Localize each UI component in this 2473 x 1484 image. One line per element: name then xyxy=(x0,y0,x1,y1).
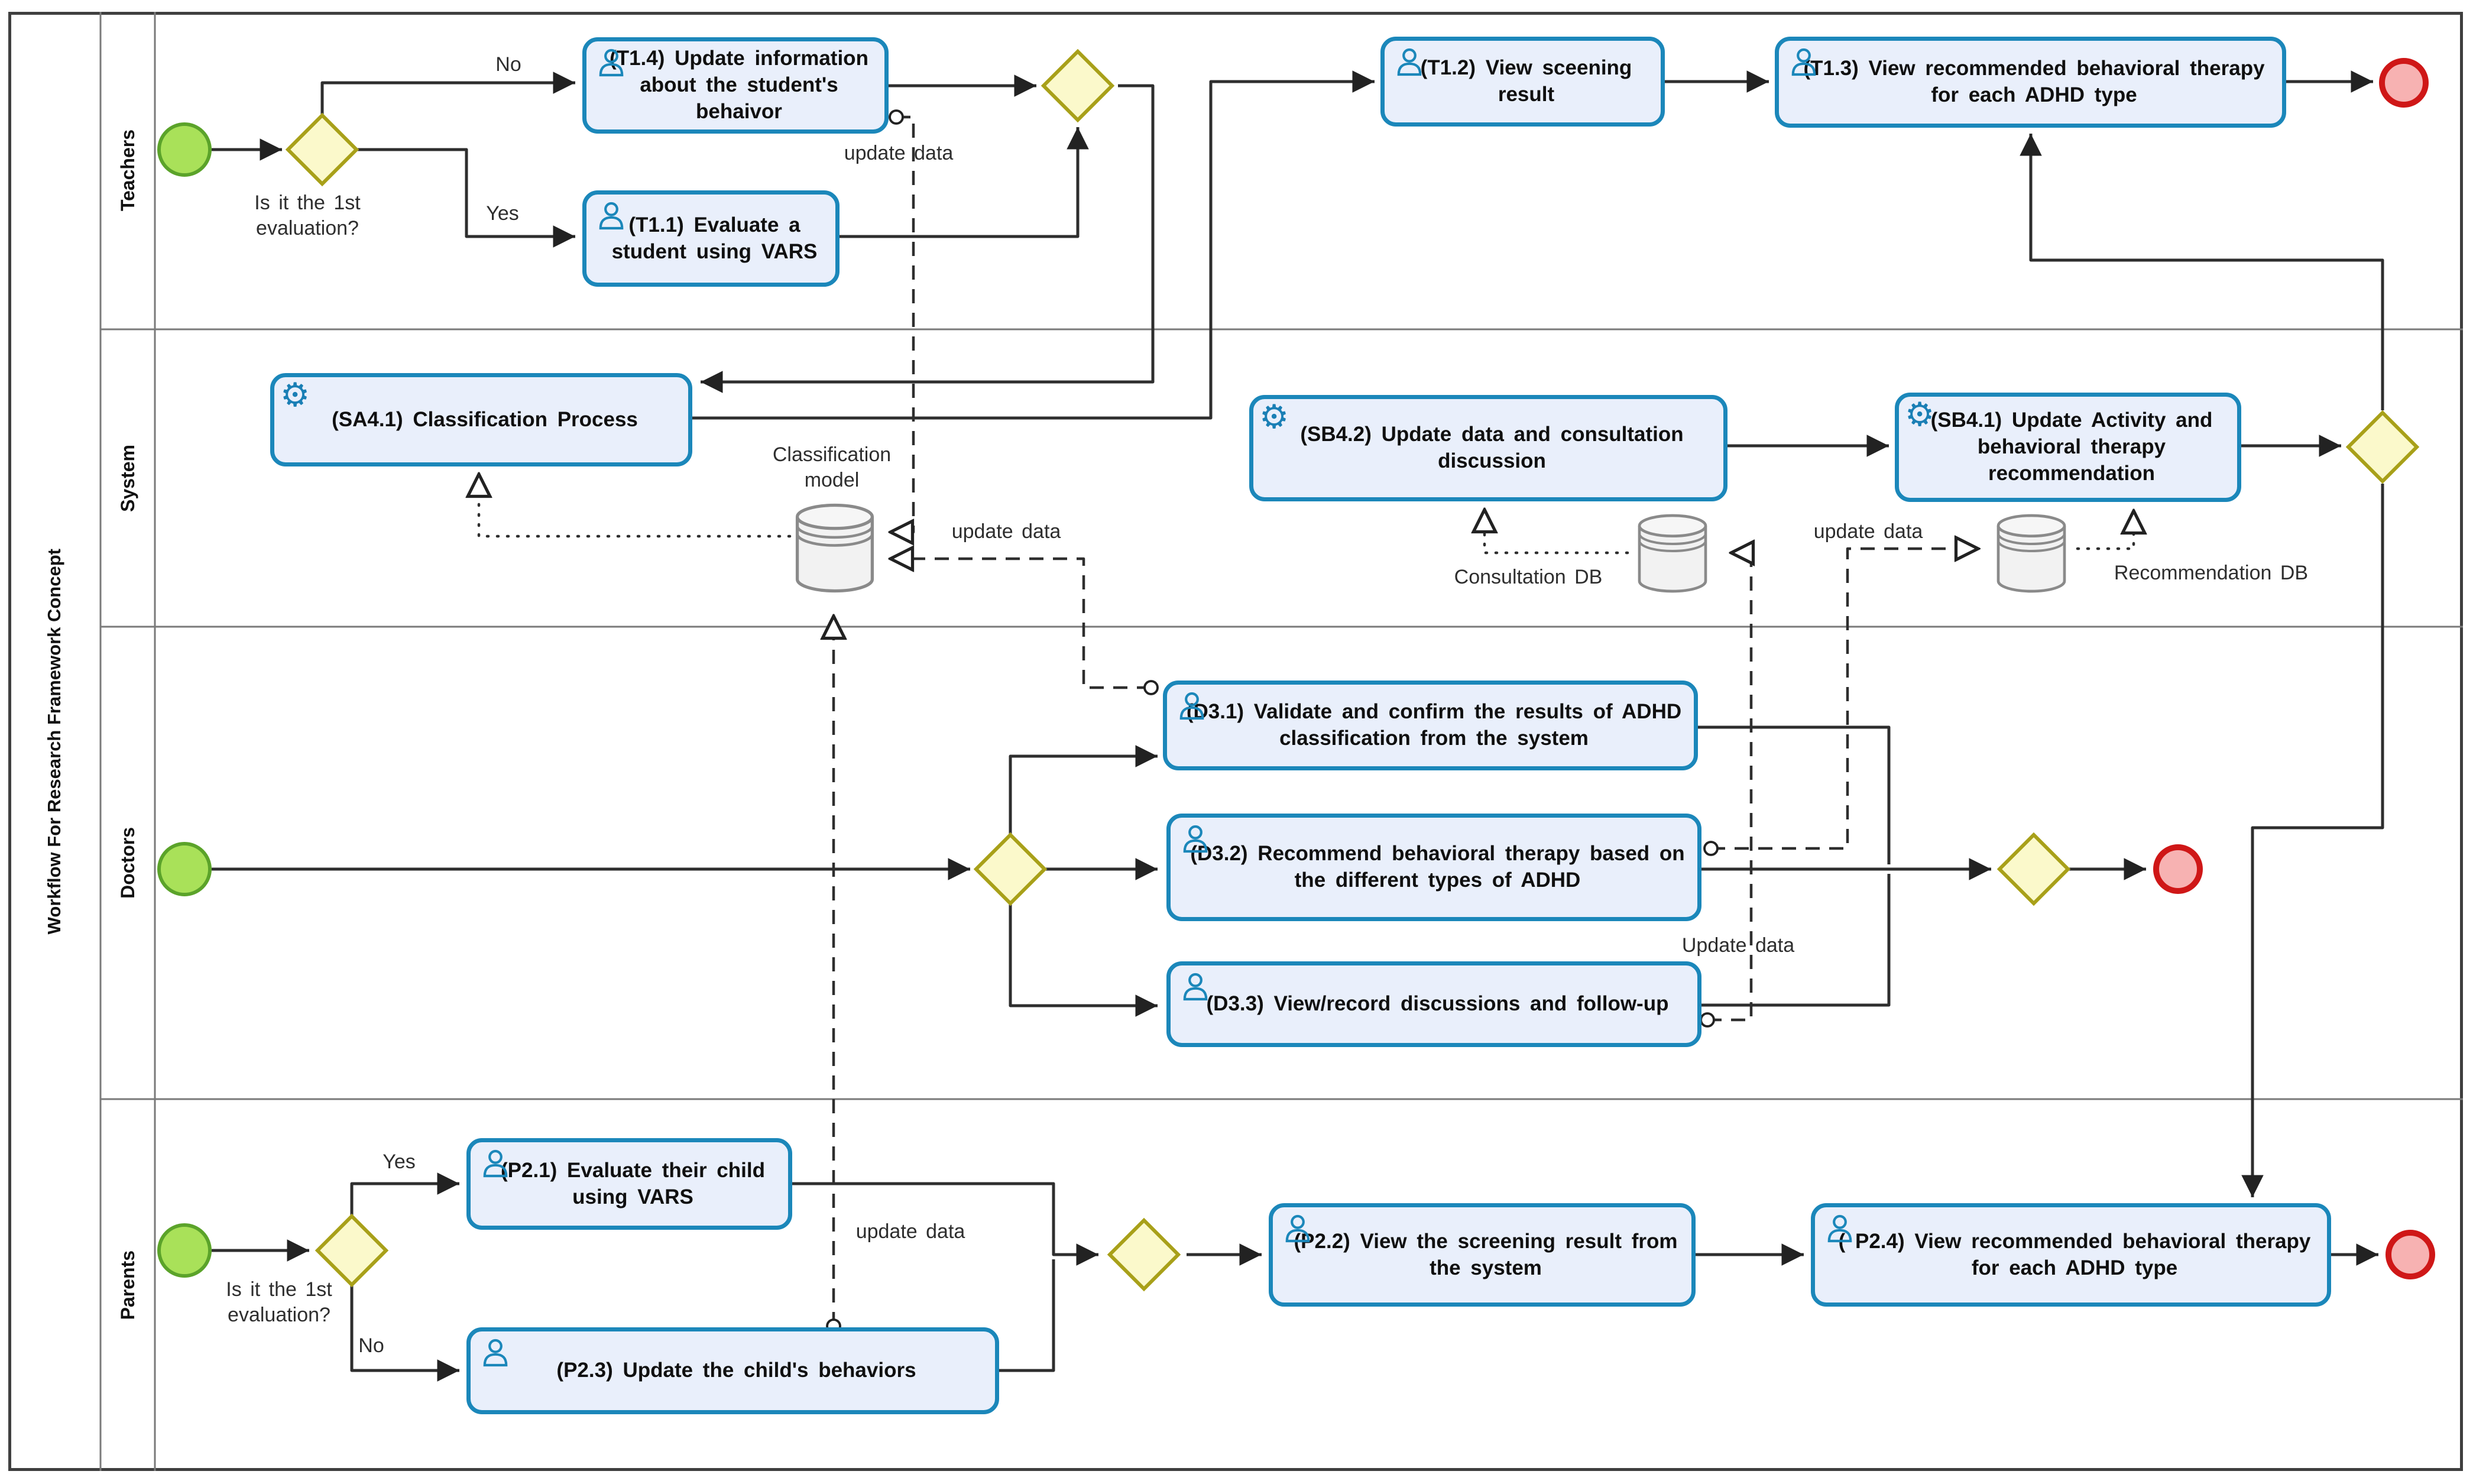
flow-d33-join xyxy=(1698,874,1891,1007)
label-recommendation-db: Recommendation DB xyxy=(2114,562,2309,584)
message-d32-to-recommendation-db xyxy=(1711,549,1978,848)
start-event-doctors xyxy=(157,842,212,896)
gear-icon: ⚙ xyxy=(280,376,310,413)
flow-t11-to-merge xyxy=(840,127,1089,238)
flow-gateway-system-to-p24 xyxy=(2241,484,2384,1197)
task-d33: (D3.3) View/record discussions and follo… xyxy=(1166,961,1701,1047)
label-update-data-doctors: Update data xyxy=(1681,934,1795,957)
lane-divider-lines xyxy=(99,12,2463,1471)
person-icon xyxy=(1397,48,1422,76)
person-icon xyxy=(1179,692,1204,720)
start-event-teachers xyxy=(157,122,212,177)
message-d31-to-classification-db xyxy=(890,559,1151,688)
label-question-teachers: Is it the 1st evaluation? xyxy=(254,192,361,239)
flow-p21-to-merge xyxy=(792,1182,1098,1266)
task-p22: (P2.2) View the screening result from th… xyxy=(1269,1203,1696,1307)
gear-icon: ⚙ xyxy=(1905,396,1935,433)
person-icon xyxy=(599,202,624,230)
label-yes-teachers: Yes xyxy=(486,202,519,225)
person-icon xyxy=(1827,1214,1852,1243)
data-consultation-db-to-sb42 xyxy=(1485,510,1629,555)
task-sb42: ⚙ (SB4.2) Update data and consultation d… xyxy=(1249,395,1727,501)
task-sb41: ⚙ (SB4.1) Update Activity and behavioral… xyxy=(1895,393,2241,502)
flow-yes-to-t11 xyxy=(358,148,575,248)
label-no-teachers: No xyxy=(495,53,521,76)
task-t11: (T1.1) Evaluate a student using VARS xyxy=(582,190,840,287)
person-icon xyxy=(1791,48,1816,76)
flow-yes-to-p21 xyxy=(350,1172,459,1215)
flow-gateway-system-to-t13 xyxy=(2020,134,2384,410)
end-event-teachers xyxy=(2379,58,2429,108)
task-p23: (P2.3) Update the child's behaviors xyxy=(466,1327,999,1414)
person-icon xyxy=(483,1149,508,1178)
person-icon xyxy=(1183,825,1208,853)
flow-d31-join xyxy=(1696,725,1891,864)
data-recommendation-db-to-sb41 xyxy=(2076,511,2134,550)
task-p21: (P2.1) Evaluate their child using VARS xyxy=(466,1138,792,1230)
label-classification-model: Classification model xyxy=(772,443,892,491)
person-icon xyxy=(483,1339,508,1367)
flow-gateway-to-d31 xyxy=(1009,745,1158,834)
flow-merge-to-sa41 xyxy=(701,84,1155,393)
label-update-data-system: update data xyxy=(1813,520,1923,543)
end-event-parents xyxy=(2386,1230,2435,1279)
person-icon xyxy=(1183,973,1208,1001)
database-recommendation xyxy=(1996,514,2066,593)
label-yes-parents: Yes xyxy=(383,1151,416,1173)
database-consultation xyxy=(1638,514,1707,593)
person-icon xyxy=(1285,1214,1310,1243)
message-d33-to-consultation-db xyxy=(1707,553,1751,1020)
label-no-parents: No xyxy=(358,1334,384,1357)
person-icon xyxy=(599,48,624,77)
flow-sa41-to-t12 xyxy=(692,70,1375,420)
label-consultation-db: Consultation DB xyxy=(1454,566,1603,588)
task-d31: (D3.1) Validate and confirm the results … xyxy=(1163,681,1698,770)
task-sa41: ⚙ (SA4.1) Classification Process xyxy=(270,373,692,466)
flow-gateway-to-d33 xyxy=(1009,905,1158,1017)
data-classification-db-to-sa41 xyxy=(479,474,792,538)
label-question-parents: Is it the 1st evaluation? xyxy=(226,1278,332,1326)
flow-no-to-t14 xyxy=(320,72,575,114)
start-event-parents xyxy=(157,1223,212,1278)
end-event-doctors xyxy=(2153,844,2203,894)
flow-no-to-p23 xyxy=(350,1286,459,1382)
flow-p23-join xyxy=(999,1259,1055,1372)
label-update-data-classification: update data xyxy=(951,520,1061,543)
message-t14-to-classification-db xyxy=(890,117,915,532)
task-d32: (D3.2) Recommend behavioral therapy base… xyxy=(1166,814,1701,921)
task-t14: (T1.4) Update information about the stud… xyxy=(582,37,889,134)
task-p24: ( P2.4) View recommended behavioral ther… xyxy=(1811,1203,2331,1307)
database-classification-model xyxy=(795,503,874,593)
task-t13: (T1.3) View recommended behavioral thera… xyxy=(1775,37,2286,128)
gear-icon: ⚙ xyxy=(1259,398,1289,435)
task-t12: (T1.2) View sceening result xyxy=(1380,37,1665,127)
label-update-data-teachers: update data xyxy=(844,142,954,164)
label-update-data-parents: update data xyxy=(855,1220,965,1243)
